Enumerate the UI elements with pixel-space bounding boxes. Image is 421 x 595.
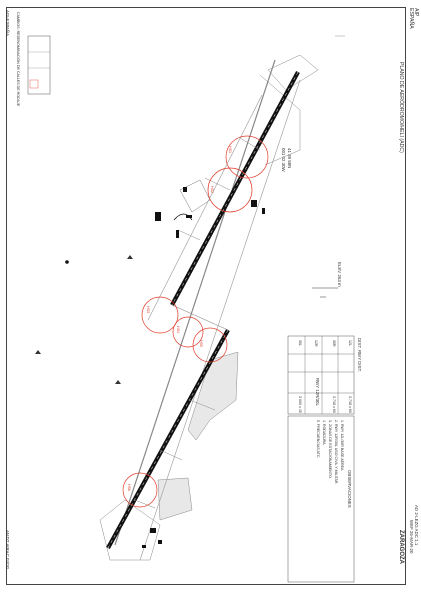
- rwy-cell: 30R: [332, 340, 336, 347]
- hotspot-label: HS1: [228, 146, 232, 153]
- note-item: 5. FRECUENCIAS ATC.: [316, 420, 320, 459]
- hotspot-label: HS3: [146, 306, 150, 313]
- legend-box: [27, 35, 51, 95]
- hotspot-2: [207, 167, 253, 213]
- rwy-cell: 12R: [314, 340, 318, 347]
- hotspot-5: [192, 327, 228, 363]
- hotspot-4: [172, 316, 204, 348]
- hotspot-label: HS2: [210, 186, 214, 193]
- rwy-value: 3 718 x 60: [348, 396, 352, 413]
- rwy-value: 3 000 x 45: [298, 396, 302, 413]
- hotspot-label: HS5: [199, 340, 203, 347]
- chart-frame: [6, 7, 406, 585]
- building: [155, 212, 161, 221]
- notes-title: OBSERVACIONES: [347, 470, 352, 508]
- notes-box: [287, 415, 355, 583]
- runway-12L-30R: [106, 328, 230, 550]
- note-item: 2. RWY 12R/30L USO CIVIL Y MILITAR.: [334, 420, 338, 485]
- apron-civil: [187, 351, 239, 441]
- apron-south: [157, 477, 193, 521]
- hotspot-6: [122, 472, 158, 508]
- note-item: 1. RWY 12L/30R BASE AÉREA.: [340, 420, 344, 472]
- arp-marker: [65, 260, 69, 264]
- hotspot-1: [225, 135, 269, 179]
- note-item: 3. ZONAS DE ESTACIONAMIENTO.: [328, 420, 332, 479]
- note-item: 4. RODADURA.: [322, 420, 326, 446]
- rwy-cell: 12L: [348, 340, 352, 346]
- table-subtitle: RWY 12R/30L: [315, 378, 320, 406]
- rwy-cell: 30L: [298, 340, 302, 346]
- hotspot-label: HS4: [176, 326, 180, 333]
- table-title: DIST. RWY DIST.: [357, 338, 362, 372]
- rwy-value: 3 718 x 60: [332, 396, 336, 413]
- hotspot-3: [141, 296, 179, 334]
- hotspot-label: HS6: [127, 484, 131, 491]
